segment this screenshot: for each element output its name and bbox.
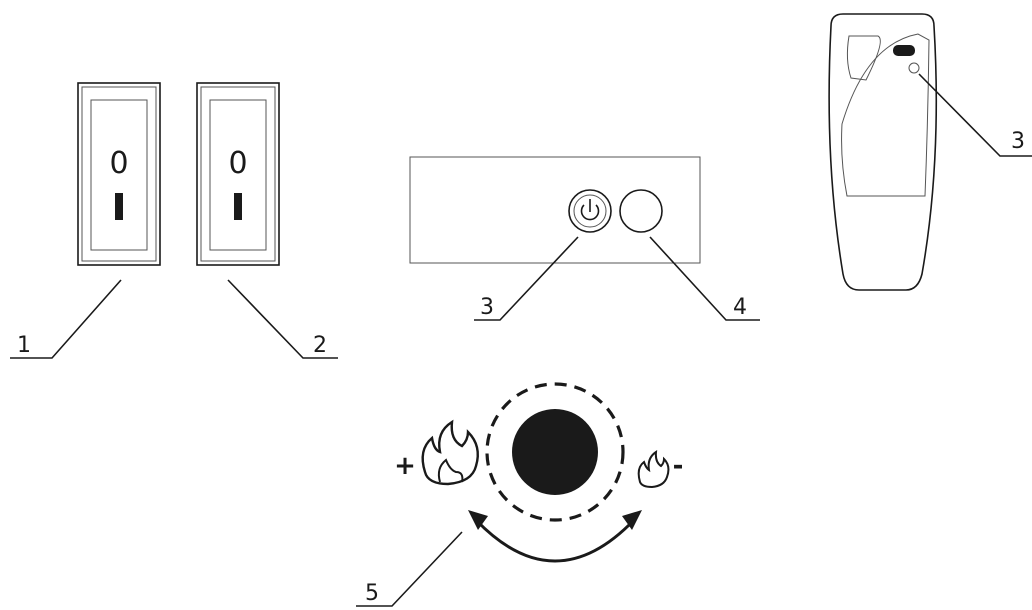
callout-5-label: 5 <box>365 581 379 606</box>
remote-outline <box>828 13 938 291</box>
decrease-sign: - <box>673 451 684 481</box>
switch-2-on-mark <box>234 193 242 220</box>
panel-power-button-inner <box>573 194 607 228</box>
control-panel <box>409 156 701 264</box>
callout-5-leader <box>356 531 463 607</box>
switch-2-inner-frame <box>200 86 276 262</box>
panel-power-button[interactable] <box>568 189 612 233</box>
callout-2: 2 <box>227 279 338 359</box>
switch-1-on-mark <box>115 193 123 220</box>
switch-1-inner-frame <box>81 86 157 262</box>
switch-1-face <box>90 99 148 251</box>
increase-sign: + <box>394 451 416 481</box>
panel-round-button-ring <box>619 189 663 233</box>
power-icon <box>580 199 600 221</box>
switch-2-frame <box>196 82 280 266</box>
callout-4-leader <box>649 236 760 321</box>
callout-2-label: 2 <box>313 333 327 358</box>
curved-double-arrow-icon <box>468 510 642 563</box>
rocker-switch-1[interactable]: 0 <box>77 82 161 266</box>
switch-1-off-label: 0 <box>109 146 128 181</box>
flame-knob[interactable] <box>485 382 625 522</box>
flame-icon <box>637 449 670 489</box>
callout-1-label: 1 <box>17 333 31 358</box>
control-panel-frame <box>409 156 701 264</box>
power-icon[interactable] <box>908 62 920 74</box>
callout-3-panel-label: 3 <box>480 295 494 320</box>
remote-slider-button[interactable] <box>893 45 915 56</box>
remote-control[interactable] <box>828 13 938 291</box>
callout-3-panel: 3 <box>474 236 579 321</box>
callout-4: 4 <box>649 236 760 321</box>
knob-center <box>512 409 598 495</box>
callout-4-label: 4 <box>733 295 747 320</box>
knob-dashed-ring <box>485 382 625 522</box>
panel-power-button-ring <box>568 189 612 233</box>
callout-5: 5 <box>356 531 463 607</box>
callout-1: 1 <box>10 279 122 359</box>
callout-2-leader <box>227 279 338 359</box>
switch-1-frame <box>77 82 161 266</box>
switch-2-face <box>209 99 267 251</box>
remote-window-left <box>846 35 881 81</box>
remote-face <box>841 33 930 197</box>
switch-2-off-label: 0 <box>228 146 247 181</box>
flame-icon <box>421 419 479 486</box>
callout-1-leader <box>10 279 122 359</box>
rocker-switch-2[interactable]: 0 <box>196 82 280 266</box>
callout-3-remote-leader <box>918 73 1032 157</box>
callout-3-remote-label: 3 <box>1011 129 1025 154</box>
callout-3-panel-leader <box>474 236 579 321</box>
callout-3-remote: 3 <box>918 73 1032 157</box>
panel-round-button[interactable] <box>619 189 663 233</box>
